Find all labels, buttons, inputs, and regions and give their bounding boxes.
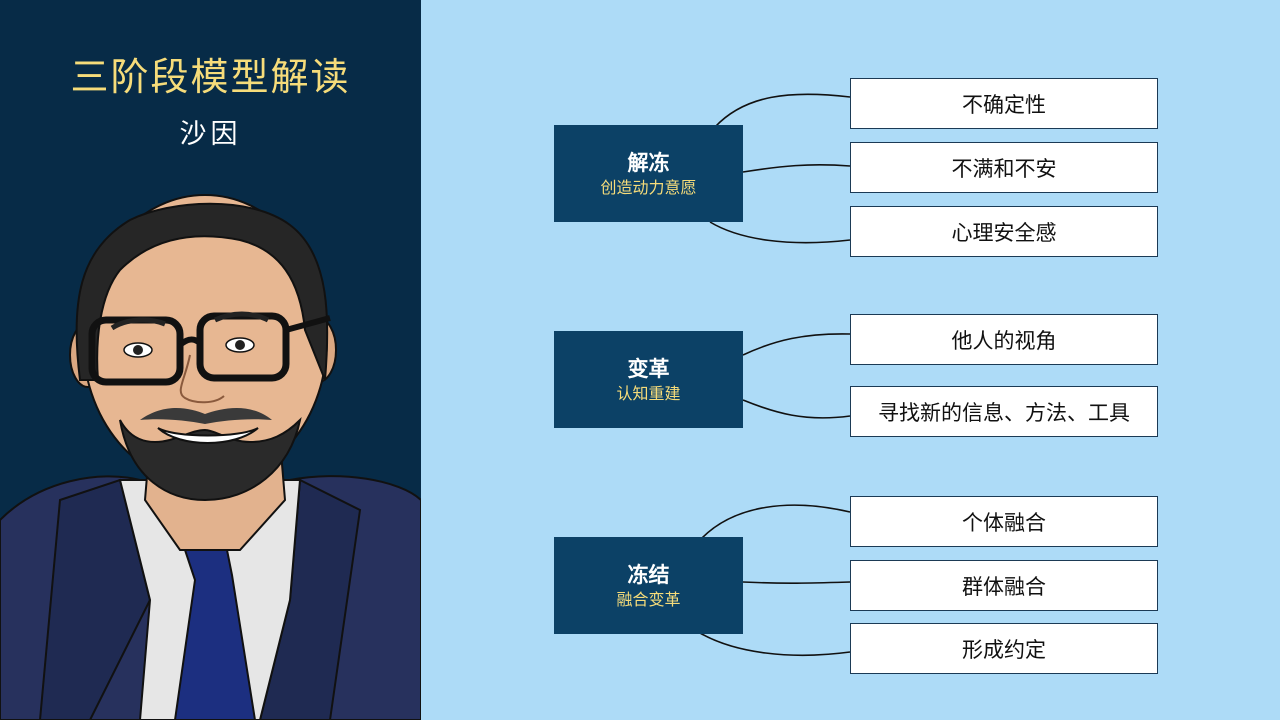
item-box: 他人的视角: [850, 314, 1158, 365]
mouth: [157, 427, 259, 444]
connector-line: [742, 333, 851, 356]
hair: [75, 202, 329, 381]
item-box: 形成约定: [850, 623, 1158, 674]
stage-box-refreeze: 冻结 融合变革: [554, 537, 743, 634]
slide-title: 三阶段模型解读: [70, 55, 351, 99]
left-panel: 三阶段模型解读 沙因: [0, 0, 421, 720]
item-box: 群体融合: [850, 560, 1158, 611]
nose: [179, 354, 225, 404]
item-box: 寻找新的信息、方法、工具: [850, 386, 1158, 437]
item-box: 心理安全感: [850, 206, 1158, 257]
stage-box-change: 变革 认知重建: [554, 331, 743, 428]
jacket-lapel-left: [38, 478, 152, 720]
connector-line: [742, 399, 851, 419]
stage-box-unfreeze: 解冻 创造动力意愿: [554, 125, 743, 222]
connector-line: [714, 93, 851, 128]
item-box: 个体融合: [850, 496, 1158, 547]
item-box: 不确定性: [850, 78, 1158, 129]
stage-subtitle: 创造动力意愿: [600, 177, 697, 197]
stage-subtitle: 融合变革: [616, 589, 681, 609]
stage-subtitle: 认知重建: [616, 383, 681, 403]
glasses-arm: [285, 315, 331, 333]
connector-line: [699, 632, 851, 656]
brow-left: [110, 317, 166, 331]
slide-subtitle: 沙因: [179, 119, 242, 150]
connector-line: [709, 221, 851, 244]
mustache: [140, 408, 272, 424]
connector-line: [742, 581, 851, 584]
stage-title: 解冻: [627, 150, 670, 175]
portrait-illustration: [0, 194, 421, 720]
item-box: 不满和不安: [850, 142, 1158, 193]
stage-title: 变革: [627, 356, 670, 381]
connector-line: [742, 164, 851, 173]
connector-line: [701, 504, 851, 539]
glasses-bridge: [178, 336, 202, 348]
beard: [119, 416, 302, 502]
brow-right: [213, 311, 270, 323]
stage-title: 冻结: [627, 562, 670, 587]
